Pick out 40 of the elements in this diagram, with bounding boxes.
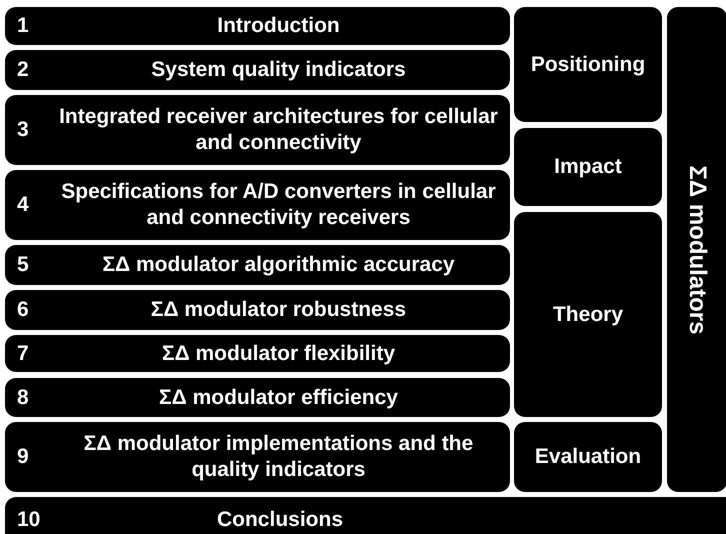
- chapter-title: ΣΔ modulator implementations and the quality indicators: [82, 431, 474, 483]
- chapter-number: 9: [17, 445, 29, 469]
- chapter-title: Specifications for A/D converters in cellular and connectivity receivers: [60, 179, 497, 231]
- chapter-box: [5, 497, 726, 534]
- part-box: [514, 128, 662, 206]
- chapter-box: [5, 7, 510, 45]
- chapter-box: [5, 245, 510, 285]
- chapter-title: ΣΔ modulator flexibility: [160, 340, 396, 366]
- chapter-number: 4: [17, 193, 29, 217]
- chapter-box: [5, 422, 510, 492]
- topic-title: ΣΔ modulators: [683, 165, 711, 334]
- chapter-box: [5, 290, 510, 330]
- chapter-title: System quality indicators: [150, 57, 407, 83]
- part-box: [514, 7, 662, 122]
- topic-bar: [667, 7, 726, 492]
- part-title: Impact: [553, 155, 623, 179]
- chapter-title: ΣΔ modulator efficiency: [158, 384, 399, 410]
- chapter-title: Integrated receiver architectures for cellular and connectivity: [58, 104, 499, 156]
- chapter-number: 10: [17, 508, 40, 532]
- part-title: Theory: [552, 302, 624, 326]
- chapter-box: [5, 335, 510, 372]
- chapter-number: 5: [17, 253, 29, 277]
- chapter-box: [5, 378, 510, 417]
- chapter-box: [5, 50, 510, 90]
- chapter-number: 3: [17, 118, 29, 142]
- part-title: Evaluation: [534, 445, 642, 469]
- chapter-number: 2: [17, 58, 29, 82]
- chapter-box: [5, 95, 510, 165]
- chapter-number: 8: [17, 386, 29, 410]
- part-title: Positioning: [530, 52, 646, 76]
- chapter-title: ΣΔ modulator algorithmic accuracy: [101, 252, 456, 278]
- chapter-title: Introduction: [216, 13, 341, 39]
- chapter-title: ΣΔ modulator robustness: [150, 297, 408, 323]
- chapter-number: 7: [17, 342, 29, 366]
- part-box: [514, 422, 662, 492]
- part-box: [514, 212, 662, 417]
- chapter-number: 6: [17, 298, 29, 322]
- chapter-box: [5, 170, 510, 240]
- chapter-number: 1: [17, 14, 29, 38]
- chapter-title: Conclusions: [216, 506, 344, 532]
